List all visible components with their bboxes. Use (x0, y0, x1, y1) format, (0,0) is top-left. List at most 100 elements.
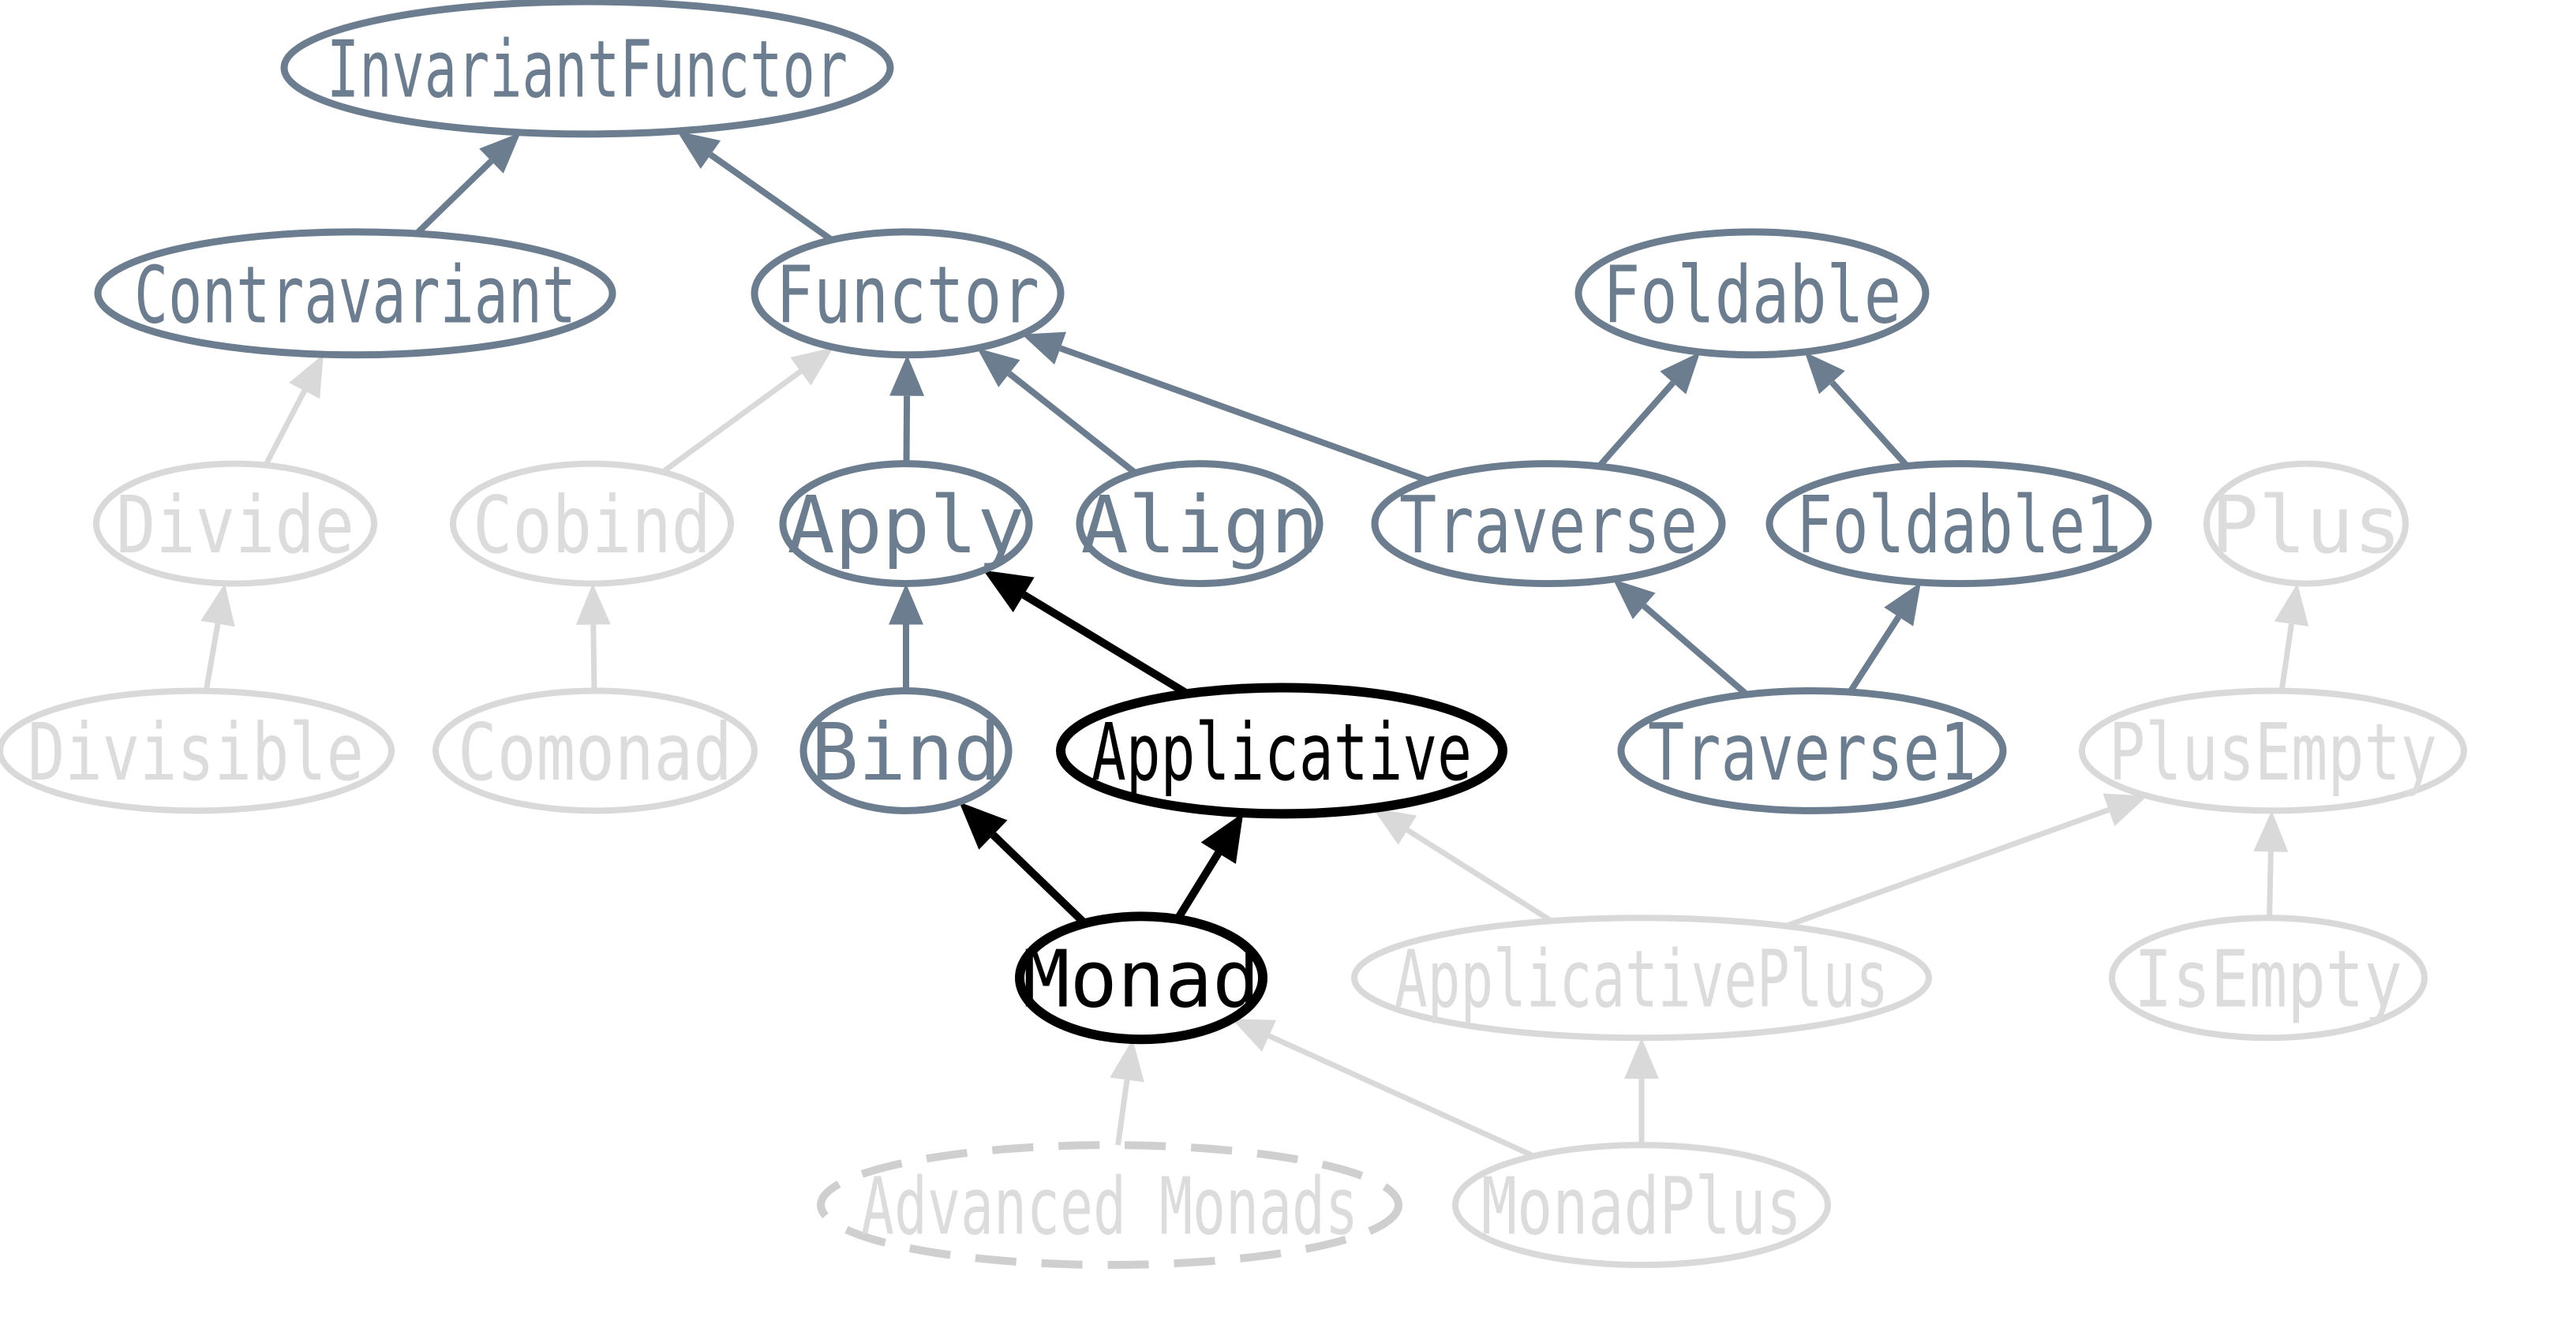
arrowhead-icon (790, 347, 834, 386)
edge-monadplus-to-monad (1231, 1019, 1535, 1159)
node-divide[interactable]: Divide (93, 460, 377, 587)
node-label: IsEmpty (2134, 933, 2402, 1026)
edge-applicativeplus-to-plusempty (1784, 793, 2147, 929)
node-plus[interactable]: Plus (2203, 460, 2409, 587)
arrowhead-icon (959, 802, 1008, 850)
arrowhead-icon (1110, 1039, 1144, 1083)
edge-line (1597, 380, 1676, 469)
edge-apply-to-functor (889, 354, 925, 464)
node-cobind[interactable]: Cobind (450, 460, 734, 587)
edge-monad-to-applicative (1174, 813, 1244, 922)
node-label: InvariantFunctor (327, 23, 848, 115)
edge-bind-to-apply (889, 583, 923, 691)
edge-line (414, 159, 494, 236)
node-traverse[interactable]: Traverse (1371, 460, 1726, 588)
edge-line (661, 368, 803, 475)
node-functor[interactable]: Functor (751, 228, 1065, 359)
node-contravariant[interactable]: Contravariant (94, 228, 616, 359)
node-foldable1[interactable]: Foldable1 (1765, 460, 2152, 588)
edge-line (709, 152, 834, 243)
edge-line (1847, 615, 1902, 694)
edge-applicativeplus-to-applicative (1372, 808, 1553, 924)
node-label: Foldable1 (1796, 479, 2121, 571)
edge-align-to-functor (977, 348, 1138, 476)
arrowhead-icon (889, 354, 925, 396)
node-traverse1[interactable]: Traverse1 (1617, 686, 2007, 814)
edge-line (1642, 604, 1749, 698)
edge-line (2278, 623, 2294, 692)
node-outline (280, 0, 894, 138)
node-outline (93, 460, 377, 587)
node-label: Plus (2211, 479, 2402, 571)
arrowhead-icon (575, 583, 611, 625)
node-isempty[interactable]: IsEmpty (2109, 915, 2428, 1042)
node-label: MonadPlus (1481, 1161, 1802, 1253)
node-outline (1617, 686, 2007, 814)
edge-line (1829, 380, 1910, 469)
node-label: Applicative (1091, 706, 1472, 799)
edge-cobind-to-functor (661, 347, 834, 475)
node-applicative[interactable]: Applicative (1056, 683, 1507, 819)
edge-line (263, 389, 307, 467)
edge-comonad-to-cobind (575, 583, 611, 691)
node-monadplus[interactable]: MonadPlus (1452, 1142, 1831, 1269)
edge-line (1174, 851, 1222, 922)
node-outline (1351, 915, 1932, 1042)
edge-line (1784, 806, 2110, 929)
node-applicativeplus[interactable]: ApplicativePlus (1351, 915, 1932, 1042)
node-outline (2109, 915, 2428, 1042)
edge-contravariant-to-invariantfunctor (414, 132, 521, 236)
arrowhead-icon (2274, 583, 2309, 627)
node-outline (94, 228, 616, 359)
edge-functor-to-invariantfunctor (676, 131, 834, 243)
node-outline (1765, 460, 2152, 588)
node-label: ApplicativePlus (1395, 933, 1889, 1026)
node-outline (751, 228, 1065, 359)
edge-line (2267, 851, 2274, 918)
edge-foldable1-to-foldable (1804, 352, 1910, 469)
node-label: Contravariant (134, 249, 576, 341)
edge-line (203, 623, 221, 692)
node-label: Foldable (1603, 249, 1901, 341)
edge-traverse-to-functor (1021, 331, 1429, 484)
node-label: PlusEmpty (2109, 706, 2437, 799)
arrowhead-icon (289, 354, 324, 399)
node-label: Divide (116, 479, 354, 571)
node-outline (450, 460, 734, 587)
node-label: Bind (811, 706, 1002, 799)
node-outline (817, 1141, 1402, 1270)
arrowhead-icon (1804, 352, 1845, 395)
node-comonad[interactable]: Comonad (432, 687, 758, 814)
node-divisible[interactable]: Divisible (0, 687, 395, 814)
node-label: Monad (1022, 933, 1260, 1026)
edge-line (903, 395, 911, 464)
node-advancedmonads[interactable]: Advanced Monads (817, 1141, 1402, 1270)
node-outline (1452, 1142, 1831, 1269)
arrowhead-icon (1624, 1038, 1659, 1079)
arrowhead-icon (977, 348, 1020, 387)
edge-line (1059, 345, 1429, 484)
edge-line (1267, 1033, 1535, 1159)
node-apply[interactable]: Apply (779, 460, 1033, 588)
edge-traverse1-to-traverse (1612, 579, 1749, 698)
node-label: Functor (776, 249, 1039, 341)
node-label: Traverse1 (1648, 706, 1976, 799)
node-invariantfunctor[interactable]: InvariantFunctor (280, 0, 894, 138)
node-monad[interactable]: Monad (1015, 911, 1267, 1045)
node-bind[interactable]: Bind (799, 686, 1013, 814)
arrowhead-icon (1021, 331, 1066, 365)
node-label: Advanced Monads (861, 1161, 1358, 1253)
node-outline (1371, 460, 1726, 588)
arrowhead-icon (200, 583, 235, 627)
arrowhead-icon (1884, 582, 1921, 627)
arrowhead-icon (983, 570, 1035, 613)
node-plusempty[interactable]: PlusEmpty (2079, 687, 2467, 814)
node-align[interactable]: Align (1076, 460, 1324, 588)
edge-isempty-to-plusempty (2253, 810, 2289, 918)
node-outline (432, 687, 758, 814)
edge-divide-to-contravariant (263, 354, 324, 467)
edge-applicative-to-apply (983, 570, 1190, 698)
node-foldable[interactable]: Foldable (1574, 228, 1930, 359)
